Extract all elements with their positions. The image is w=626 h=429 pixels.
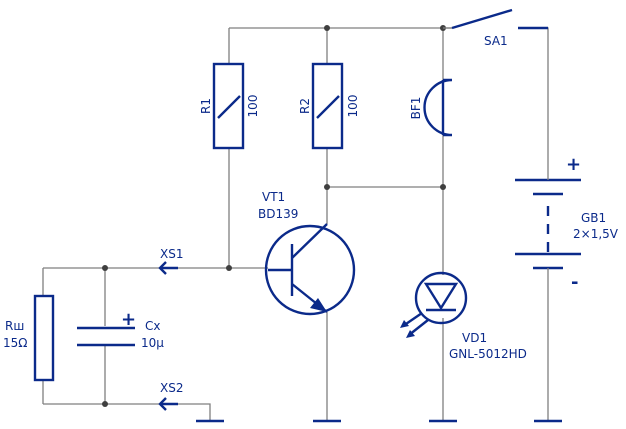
switch-sa1: SA1: [443, 8, 548, 48]
vd1-value-label: GNL-5012HD: [449, 347, 527, 361]
connector-xs2: XS2: [158, 381, 183, 411]
junction-dot: [324, 184, 330, 190]
battery-gb1: + - GB1 2×1,5V: [515, 154, 619, 293]
vt1-value-label: BD139: [258, 207, 298, 221]
wires: [42, 27, 549, 420]
r2-value-label: 100: [346, 95, 360, 118]
led-vd1-ray-arrow: [400, 320, 409, 328]
buzzer-bf1: BF1: [409, 78, 453, 137]
cx-value-label: 10µ: [141, 336, 164, 350]
transistor-vt1-collector: [291, 223, 328, 259]
led-vd1-body: [414, 271, 468, 325]
junction-dot: [102, 265, 108, 271]
battery-top-wire: [518, 27, 549, 170]
xs2-ground-wire: [178, 403, 211, 420]
xs1-ref-label: XS1: [160, 247, 183, 261]
resistor-r1: R1 100: [199, 62, 260, 150]
junctions: [102, 25, 446, 407]
connector-xs1: XS1: [158, 247, 183, 275]
r2-ref-label: R2: [298, 98, 312, 114]
junction-dot: [324, 25, 330, 31]
battery-minus-sign: -: [571, 272, 578, 293]
gb1-value-label: 2×1,5V: [573, 227, 619, 241]
capacitor-plus-sign: +: [121, 309, 136, 330]
battery-plus-sign: +: [566, 154, 581, 175]
transistor-vt1-emitter-arrow: [310, 298, 327, 312]
junction-dot: [440, 184, 446, 190]
vt1-ref-label: VT1: [262, 190, 285, 204]
led-vd1-ray-arrow: [406, 330, 415, 338]
vd1-ref-label: VD1: [462, 331, 487, 345]
led-vd1-ray: [408, 319, 429, 336]
switch-sa1-lever: [451, 8, 513, 30]
rw-value-label: 15Ω: [3, 336, 27, 350]
trimmer-slash: [316, 95, 340, 119]
led-vd1-triangle: [423, 282, 459, 311]
junction-dot: [226, 265, 232, 271]
resistor-r2-body: [311, 62, 344, 150]
resistor-r2: R2 100: [298, 62, 360, 150]
rw-ref-label: Rш: [5, 319, 24, 333]
resistor-rw: Rш 15Ω: [3, 294, 55, 382]
led-vd1: VD1 GNL-5012HD: [400, 271, 527, 361]
transistor-vt1: VT1 BD139: [258, 190, 356, 316]
resistor-rw-body: [33, 294, 55, 382]
buzzer-bf1-body: [423, 78, 453, 137]
r1-ref-label: R1: [199, 98, 213, 114]
xs2-ref-label: XS2: [160, 381, 183, 395]
gb1-ref-label: GB1: [581, 211, 606, 225]
bf1-ref-label: BF1: [409, 97, 423, 120]
sa1-ref-label: SA1: [484, 34, 508, 48]
capacitor-cx: + Cx 10µ: [77, 309, 164, 350]
junction-dot: [102, 401, 108, 407]
r1-value-label: 100: [246, 95, 260, 118]
cx-ref-label: Cx: [145, 319, 160, 333]
transistor-vt1-body: [264, 224, 356, 316]
trimmer-slash: [217, 95, 241, 119]
resistor-r1-body: [212, 62, 245, 150]
